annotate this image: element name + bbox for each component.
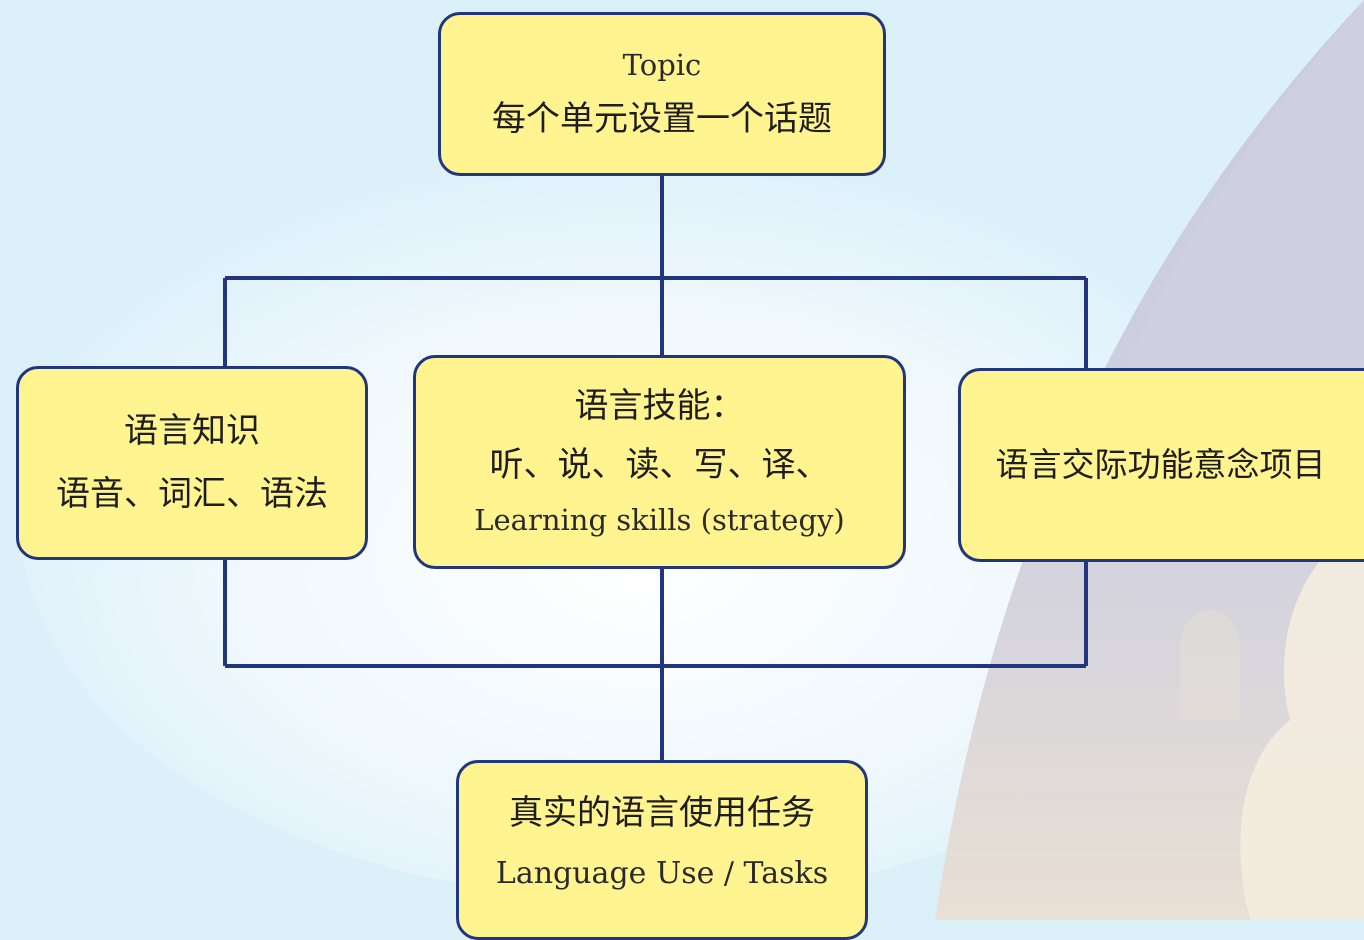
skills-english-label: Learning skills (strategy) xyxy=(474,503,845,538)
functions-title: 语言交际功能意念项目 xyxy=(995,445,1326,485)
connector-lines xyxy=(223,176,1088,760)
skills-title: 语言技能： xyxy=(574,385,745,426)
knowledge-title: 语言知识 xyxy=(124,411,260,452)
language-knowledge-box: 语言知识 语音、词汇、语法 xyxy=(16,366,368,560)
knowledge-items: 语音、词汇、语法 xyxy=(56,474,328,514)
topic-chinese-label: 每个单元设置一个话题 xyxy=(492,99,832,139)
tasks-chinese-label: 真实的语言使用任务 xyxy=(509,793,815,833)
skills-items: 听、说、读、写、译、 xyxy=(489,444,830,485)
tasks-english-label: Language Use / Tasks xyxy=(495,855,829,891)
communicative-functions-box: 语言交际功能意念项目 xyxy=(958,368,1364,562)
topic-english-label: Topic xyxy=(622,48,702,83)
language-use-tasks-box: 真实的语言使用任务 Language Use / Tasks xyxy=(456,760,868,940)
language-skills-box: 语言技能： 听、说、读、写、译、 Learning skills (strate… xyxy=(413,355,906,569)
topic-box: Topic 每个单元设置一个话题 xyxy=(438,12,886,176)
